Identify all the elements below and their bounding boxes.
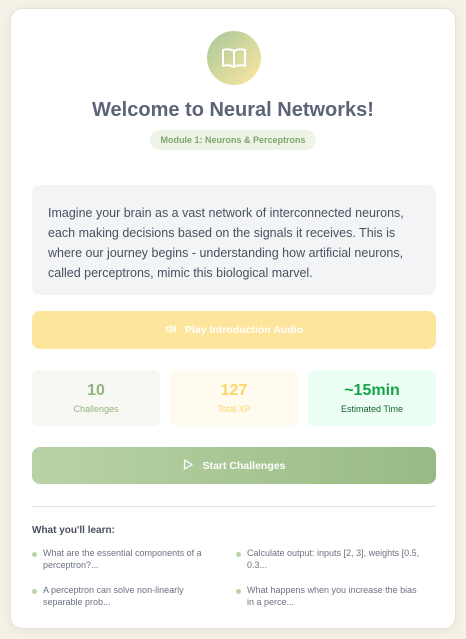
book-open-icon	[207, 31, 261, 85]
welcome-card: Welcome to Neural Networks! Module 1: Ne…	[10, 8, 456, 629]
stat-value: ~15min	[344, 382, 400, 399]
stat-challenges: 10 Challenges	[32, 370, 160, 426]
module-badge: Module 1: Neurons & Perceptrons	[150, 130, 316, 150]
play-audio-button[interactable]: Play Introduction Audio	[32, 311, 436, 349]
stat-value: 10	[87, 382, 105, 399]
module-badge-wrap: Module 1: Neurons & Perceptrons	[11, 130, 455, 150]
start-challenges-button[interactable]: Start Challenges	[32, 447, 436, 484]
learn-item-text: What happens when you increase the bias …	[247, 585, 417, 607]
speaker-icon	[165, 323, 177, 338]
bullet-dot-icon	[32, 552, 37, 557]
stat-total-xp: 127 Total XP	[170, 370, 298, 426]
stat-estimated-time: ~15min Estimated Time	[308, 370, 436, 426]
stat-value: 127	[220, 382, 248, 399]
page-title: Welcome to Neural Networks!	[92, 99, 374, 121]
learn-item: Calculate output: inputs [2, 3], weights…	[236, 547, 426, 571]
learn-item: What happens when you increase the bias …	[236, 584, 426, 608]
stat-label: Total XP	[217, 404, 251, 414]
intro-text: Imagine your brain as a vast network of …	[32, 185, 436, 295]
stat-label: Estimated Time	[340, 404, 404, 414]
play-icon	[183, 458, 193, 473]
divider	[32, 506, 436, 507]
bullet-dot-icon	[236, 589, 241, 594]
learn-item-text: A perceptron can solve non-linearly sepa…	[43, 585, 184, 607]
bullet-dot-icon	[32, 589, 37, 594]
learn-item-text: Calculate output: inputs [2, 3], weights…	[247, 548, 420, 570]
learn-item: What are the essential components of a p…	[32, 547, 222, 571]
start-challenges-label: Start Challenges	[202, 459, 286, 472]
learn-title: What you'll learn:	[32, 525, 115, 536]
bullet-dot-icon	[236, 552, 241, 557]
learn-item-text: What are the essential components of a p…	[43, 548, 202, 570]
learn-item: A perceptron can solve non-linearly sepa…	[32, 584, 222, 608]
stat-label: Challenges	[73, 404, 119, 414]
play-audio-label: Play Introduction Audio	[184, 324, 304, 336]
